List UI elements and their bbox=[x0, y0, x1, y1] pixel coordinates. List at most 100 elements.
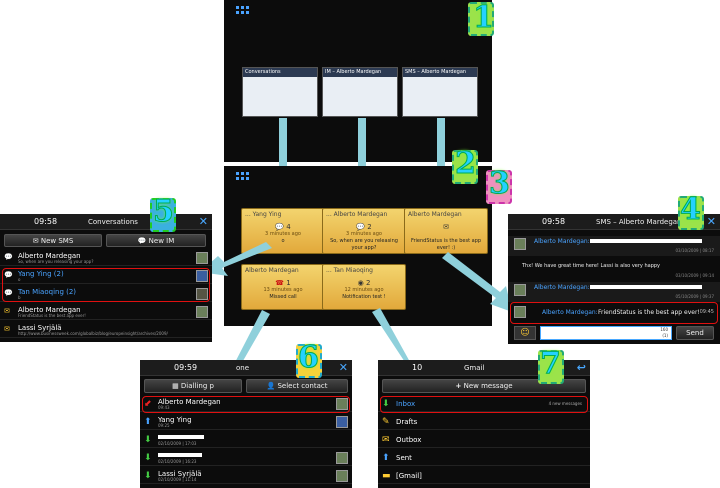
status-bar: 10 Gmail ↩ bbox=[378, 360, 590, 376]
redacted-text bbox=[590, 285, 702, 289]
back-icon[interactable]: ↩ bbox=[576, 361, 586, 374]
list-item[interactable]: ⬋ Alberto Mardegan 09:43 bbox=[140, 396, 352, 412]
message-3: Alberto Mardegan: 05/10/2009 | 09:37 bbox=[508, 282, 720, 302]
envelope-icon: ✉ bbox=[4, 325, 10, 333]
missed-call-icon: ☎ bbox=[275, 279, 285, 287]
close-icon[interactable]: ✕ bbox=[198, 215, 208, 228]
message-input[interactable]: 160 (1) bbox=[540, 326, 672, 340]
incoming-call-icon: ⬇ bbox=[144, 471, 152, 481]
folder-sent[interactable]: ⬆ Sent bbox=[378, 450, 590, 466]
incoming-call-icon: ⬇ bbox=[144, 435, 152, 445]
badge-6-bg bbox=[296, 344, 322, 378]
badge-1: 1 bbox=[473, 0, 495, 36]
badge-6: 6 bbox=[298, 340, 320, 376]
drafts-icon: ✎ bbox=[382, 417, 390, 427]
message-4: Alberto Mardegan: FriendStatus is the be… bbox=[508, 304, 720, 322]
new-sms-button[interactable]: ✉ New SMS bbox=[4, 234, 102, 247]
incoming-call-icon: ⬇ bbox=[144, 453, 152, 463]
app-grid-icon[interactable] bbox=[236, 6, 250, 15]
folder-outbox[interactable]: ✉ Outbox bbox=[378, 432, 590, 448]
thumb-im[interactable]: IM – Alberto Mardegan bbox=[322, 67, 398, 117]
list-item[interactable]: ✉ Alberto Mardegan FriendStatus is the b… bbox=[0, 304, 212, 320]
contact-icon: 👤 bbox=[266, 382, 276, 390]
avatar bbox=[336, 470, 348, 482]
arrow-to-sms bbox=[442, 252, 512, 312]
list-item[interactable]: ⬆ Yang Ying 09:25 bbox=[140, 414, 352, 430]
multitask-screen: Conversations IM – Alberto Mardegan SMS … bbox=[224, 0, 492, 162]
highlight-box bbox=[510, 302, 718, 324]
badge-4-bg bbox=[678, 196, 704, 230]
arrow-1 bbox=[279, 118, 287, 176]
highlight-box bbox=[380, 396, 588, 413]
app-grid-icon[interactable] bbox=[236, 172, 250, 181]
notification-card-alberto-im[interactable]: ... Alberto Mardegan 💬 2 3 minutes ago S… bbox=[322, 208, 406, 254]
redacted-text bbox=[158, 453, 202, 457]
thumb-sms[interactable]: SMS – Alberto Mardegan bbox=[402, 67, 478, 117]
sms-screen: 09:58 SMS – Alberto Mardegan ✕ Alberto M… bbox=[508, 214, 720, 344]
chat-icon: 💬 bbox=[137, 237, 147, 245]
badge-3-bg bbox=[486, 170, 512, 204]
sent-icon: ⬆ bbox=[382, 453, 390, 463]
avatar bbox=[336, 398, 348, 410]
envelope-icon: ✉ bbox=[32, 237, 39, 245]
status-bar: 09:58 SMS – Alberto Mardegan ✕ bbox=[508, 214, 720, 230]
list-item[interactable]: ⬇ 02/10/2009 | 16:23 bbox=[140, 450, 352, 466]
new-im-button[interactable]: 💬 New IM bbox=[106, 234, 206, 247]
select-contact-button[interactable]: 👤 Select contact bbox=[246, 379, 348, 393]
avatar bbox=[336, 452, 348, 464]
list-item[interactable]: ⬇ 02/10/2009 | 17:03 bbox=[140, 432, 352, 448]
smiley-button[interactable]: ☺ bbox=[514, 326, 536, 340]
folder-drafts[interactable]: ✎ Drafts bbox=[378, 414, 590, 430]
avatar bbox=[196, 270, 208, 282]
avatar bbox=[514, 238, 526, 250]
calls-screen: 09:59 one ✕ ▦ Dialling p 👤 Select contac… bbox=[140, 360, 352, 488]
redacted-text bbox=[158, 435, 204, 439]
list-item[interactable]: 💬 Yang Ying (2) o bbox=[0, 268, 212, 284]
list-item[interactable]: ✉ Lassi Syrjälä http://www.businessweek.… bbox=[0, 322, 212, 338]
highlight-box bbox=[142, 396, 350, 413]
dialling-pad-button[interactable]: ▦ Dialling p bbox=[144, 379, 242, 393]
folder-gmail[interactable]: ▬ [Gmail] bbox=[378, 468, 590, 484]
badge-5-bg bbox=[150, 198, 176, 232]
missed-call-icon: ⬋ bbox=[144, 399, 152, 409]
keypad-icon: ▦ bbox=[172, 382, 179, 390]
badge-5: 5 bbox=[153, 194, 175, 230]
badge-1-bg bbox=[468, 2, 494, 36]
envelope-icon: ✉ bbox=[443, 223, 449, 231]
status-bar: 09:58 Conversations ✕ bbox=[0, 214, 212, 230]
notification-card-tan[interactable]: ... Tan Miaoqing ◉ 2 12 minutes ago Noti… bbox=[322, 264, 406, 310]
folder-inbox[interactable]: ⬇ Inbox 4 new messages bbox=[378, 396, 590, 412]
chat-icon: 💬 bbox=[356, 223, 365, 231]
send-button[interactable]: Send bbox=[676, 326, 714, 340]
conversations-screen: 09:58 Conversations ✕ ✉ New SMS 💬 New IM… bbox=[0, 214, 212, 342]
list-item[interactable]: ⬇ Lassi Syrjälä 02/10/2009 | 11:14 bbox=[140, 468, 352, 484]
badge-7-bg bbox=[538, 350, 564, 384]
outbox-icon: ✉ bbox=[382, 435, 390, 445]
highlight-box bbox=[2, 268, 210, 302]
thumb-conversations[interactable]: Conversations bbox=[242, 67, 318, 117]
plus-icon: + bbox=[455, 382, 462, 390]
list-item[interactable]: 💬 Alberto Mardegan So, when are you rele… bbox=[0, 250, 212, 266]
envelope-icon: ✉ bbox=[4, 307, 10, 315]
avatar bbox=[514, 284, 526, 296]
notification-card-yang[interactable]: ... Yang Ying 💬 4 3 minutes ago o bbox=[241, 208, 325, 254]
redacted-text bbox=[590, 239, 702, 243]
avatar bbox=[514, 306, 526, 318]
badge-2-bg bbox=[452, 150, 478, 184]
chat-icon: 💬 bbox=[4, 253, 13, 261]
badge-7: 7 bbox=[540, 346, 562, 382]
message-1: Alberto Mardegan: 03/10/2009 | 08:17 bbox=[508, 236, 720, 256]
arrow-2 bbox=[358, 118, 366, 176]
folder-icon: ▬ bbox=[382, 471, 391, 481]
chat-icon: 💬 bbox=[4, 271, 13, 279]
new-message-button[interactable]: + New message bbox=[382, 379, 586, 393]
avatar bbox=[336, 416, 348, 428]
notification-card-missed-call[interactable]: Alberto Mardegan ☎ 1 13 minutes ago Miss… bbox=[241, 264, 325, 310]
arrow-3 bbox=[437, 118, 445, 176]
close-icon[interactable]: ✕ bbox=[338, 361, 348, 374]
badge-2: 2 bbox=[455, 146, 477, 182]
notification-card-alberto-sms[interactable]: Alberto Mardegan ✉ FriendStatus is the b… bbox=[404, 208, 488, 254]
chat-icon: 💬 bbox=[275, 223, 284, 231]
message-2: Thx! We have great time here! Lassi is a… bbox=[522, 263, 714, 278]
close-icon[interactable]: ✕ bbox=[706, 215, 716, 228]
